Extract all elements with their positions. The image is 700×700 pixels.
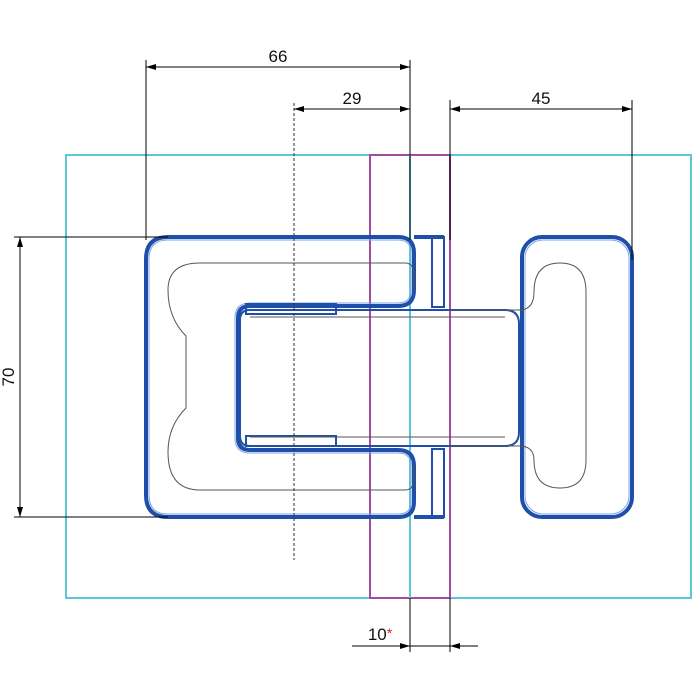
dimension-70: 70	[0, 236, 168, 518]
dimension-45-label: 45	[532, 89, 551, 108]
gap-marker: *	[387, 625, 393, 641]
right-hinge-body	[520, 235, 634, 519]
left-hinge-recess	[167, 262, 415, 491]
knuckle-slots	[414, 235, 445, 519]
door-panel-outline	[65, 154, 692, 599]
dimension-29: 29	[294, 89, 410, 112]
dimension-70-label: 70	[0, 368, 18, 387]
hinge-arm	[239, 303, 520, 447]
dimension-66-label: 66	[269, 47, 288, 66]
dimension-29-label: 29	[343, 89, 362, 108]
dimension-10: 10*	[352, 598, 478, 652]
gap-value: 10	[368, 625, 387, 644]
left-hinge-body	[144, 235, 416, 519]
dimension-45: 45	[449, 89, 633, 260]
right-hinge-slot	[518, 262, 587, 489]
dimension-66: 66	[145, 47, 411, 240]
dimension-10-label: 10*	[368, 625, 393, 644]
